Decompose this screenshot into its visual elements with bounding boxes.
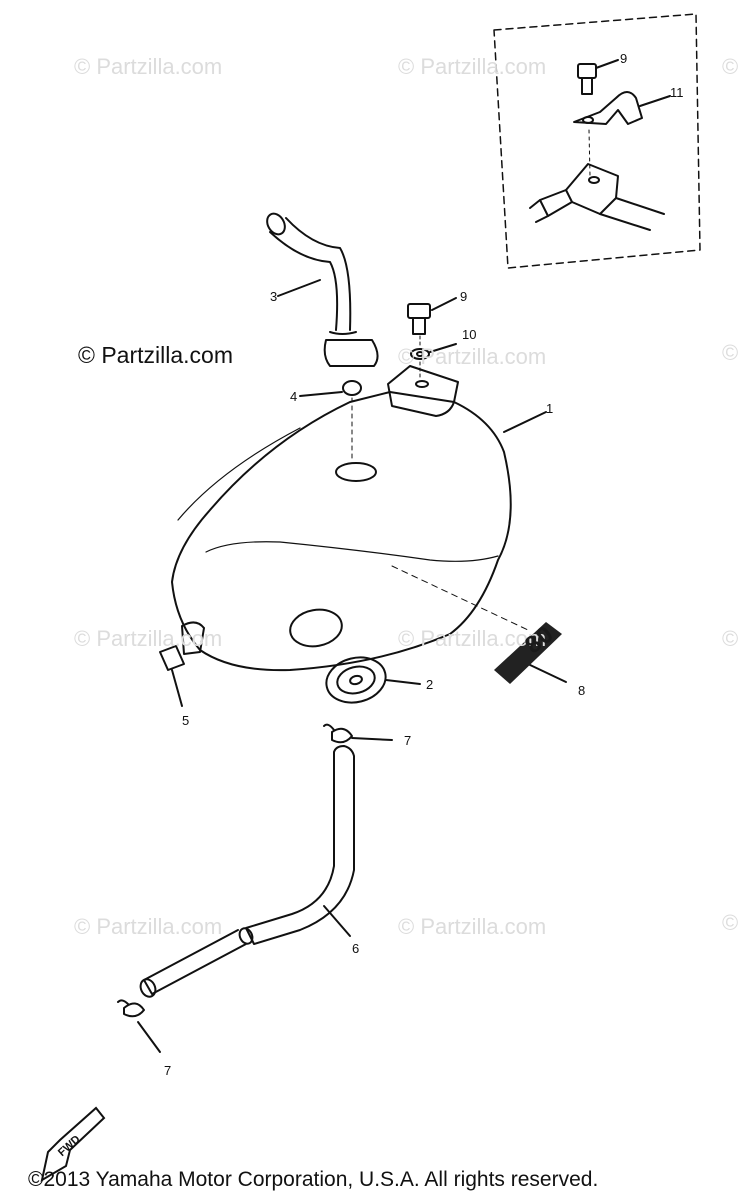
- callout-1: 1: [546, 401, 554, 416]
- watermark: ©: [722, 54, 739, 79]
- callout-8: 8: [578, 683, 586, 698]
- inset-bracket: [529, 163, 665, 231]
- watermark-main: © Partzilla.com: [78, 342, 233, 368]
- inset-box: [493, 13, 701, 269]
- callout-11: 11: [670, 85, 684, 100]
- callout-2: 2: [426, 677, 434, 692]
- callout-4: 4: [290, 389, 298, 404]
- watermark: © Partzilla.com: [398, 54, 547, 79]
- fuel-tank-part-1: [171, 365, 547, 672]
- copyright-text: ©2013 Yamaha Motor Corporation, U.S.A. A…: [28, 1168, 599, 1191]
- inset-clip-part-11: [573, 91, 671, 125]
- callout-7-upper: 7: [404, 733, 412, 748]
- drain-plug-part-5: [159, 645, 185, 707]
- watermark: ©: [722, 910, 739, 935]
- callout-7-lower: 7: [164, 1063, 172, 1078]
- watermark: © Partzilla.com: [398, 914, 547, 939]
- callout-3: 3: [270, 289, 278, 304]
- grommet-part-4: [299, 380, 362, 397]
- watermark: ©: [722, 340, 739, 365]
- fuel-cock-part-2: [325, 656, 421, 704]
- washer-part-10: [410, 343, 457, 360]
- callout-9-inset: 9: [620, 51, 628, 66]
- clip-part-7-upper: [323, 723, 393, 744]
- fuel-pipe-part-6: [139, 745, 355, 998]
- watermark: ©: [722, 626, 739, 651]
- callout-6: 6: [352, 941, 360, 956]
- watermark: © Partzilla.com: [398, 626, 547, 651]
- watermark: © Partzilla.com: [74, 914, 223, 939]
- watermark: © Partzilla.com: [398, 344, 547, 369]
- callout-9: 9: [460, 289, 468, 304]
- clip-part-7-lower: [117, 999, 161, 1053]
- inset-bolt-part-9: [577, 59, 619, 95]
- decal-part-8: [494, 622, 562, 684]
- bolt-part-9: [407, 297, 457, 335]
- callout-5: 5: [182, 713, 190, 728]
- breather-pipe-part-3: [266, 212, 379, 367]
- watermark: © Partzilla.com: [74, 54, 223, 79]
- callout-10: 10: [462, 327, 477, 342]
- fwd-arrow-icon: [40, 1106, 106, 1183]
- watermark: © Partzilla.com: [74, 626, 223, 651]
